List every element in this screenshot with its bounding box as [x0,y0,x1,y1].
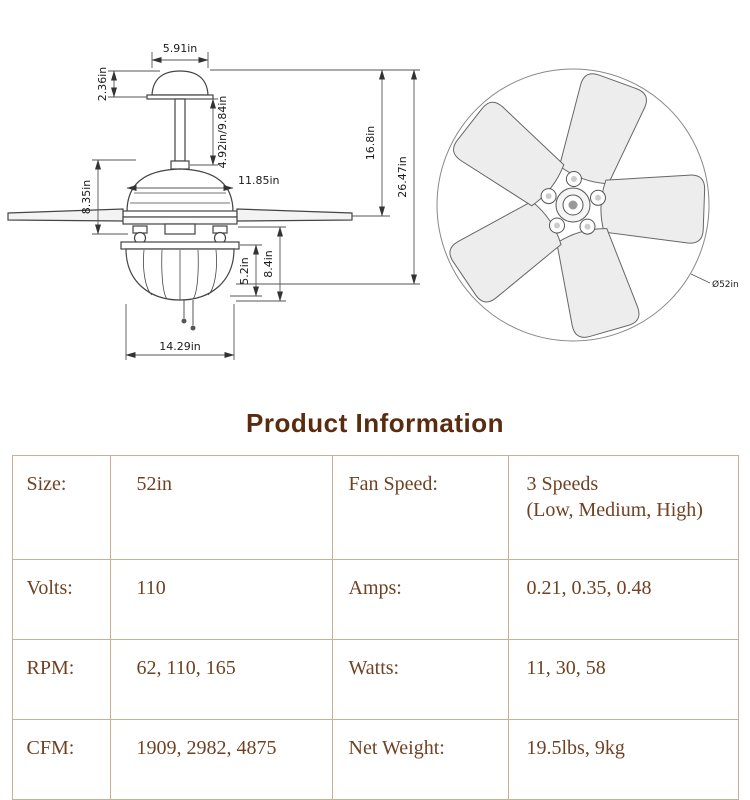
blade-left [7,208,124,222]
fan-dimension-diagram: 5.91in 2.36in 4.92in/9.84in 11.85in 8.35… [7,42,739,360]
spec-value-rpm: 62, 110, 165 [109,639,333,720]
dim-canopy-width-label: 5.91in [163,42,198,55]
table-row: Volts: 110 Amps: 0.21, 0.35, 0.48 [11,559,739,640]
dim-light-height-label: 8.4in [262,250,275,278]
spec-value-cfm: 1909, 2982, 4875 [109,719,333,800]
spec-label-size: Size: [11,455,111,560]
sweep-circle [436,68,710,342]
fan-blade [558,73,647,185]
spec-value-volts: 110 [109,559,333,640]
dim-downrod-label: 4.92in/9.84in [216,96,229,169]
fan-top-view [436,68,710,342]
spec-label-rpm: RPM: [11,639,111,720]
canopy [151,70,209,96]
dim-motor-width-label: 11.85in [238,174,280,187]
dim-canopy-height-label: 2.36in [96,67,109,102]
motor-housing [126,168,234,213]
spec-label-fan-speed: Fan Speed: [331,455,509,560]
spec-value-watts: 11, 30, 58 [507,639,739,720]
downrod [174,98,186,162]
spec-value-net-weight: 19.5lbs, 9kg [507,719,739,800]
spec-label-cfm: CFM: [11,719,111,800]
dim-motor-height-label: 8.35in [80,180,93,215]
dim-total-height-label: 26.47in [396,156,409,198]
spec-label-net-weight: Net Weight: [331,719,509,800]
table-row: Size: 52in Fan Speed: 3 Speeds (Low, Med… [11,455,739,560]
product-sheet: 5.91in 2.36in 4.92in/9.84in 11.85in 8.35… [7,42,739,800]
table-row: RPM: 62, 110, 165 Watts: 11, 30, 58 [11,639,739,720]
dim-top-to-blades-label: 16.8in [364,126,377,161]
dim-light-inner-height-label: 5.2in [238,257,251,285]
spec-table: Size: 52in Fan Speed: 3 Speeds (Low, Med… [11,455,739,800]
spec-label-amps: Amps: [331,559,509,640]
fan-blade [453,101,565,207]
product-info-title: Product Information [246,408,504,438]
spec-label-watts: Watts: [331,639,509,720]
blade-right [236,208,353,222]
spec-label-volts: Volts: [11,559,111,640]
fan-blade [556,228,640,338]
spec-value-fan-speed: 3 Speeds (Low, Medium, High) [507,455,739,560]
dimension-lines [92,52,711,360]
dim-base-width-label: 14.29in [159,340,201,353]
light-kit-rim [120,241,240,250]
fan-blade [600,174,706,244]
table-row: CFM: 1909, 2982, 4875 Net Weight: 19.5lb… [11,719,739,800]
dimension-labels: 5.91in 2.36in 4.92in/9.84in 11.85in 8.35… [80,42,739,353]
dim-blade-sweep-label: Ø52in [712,279,739,290]
hub [540,171,606,235]
spec-value-size: 52in [109,455,333,560]
fan-side-view [7,70,353,331]
spec-value-amps: 0.21, 0.35, 0.48 [507,559,739,640]
fan-blade [449,200,562,303]
